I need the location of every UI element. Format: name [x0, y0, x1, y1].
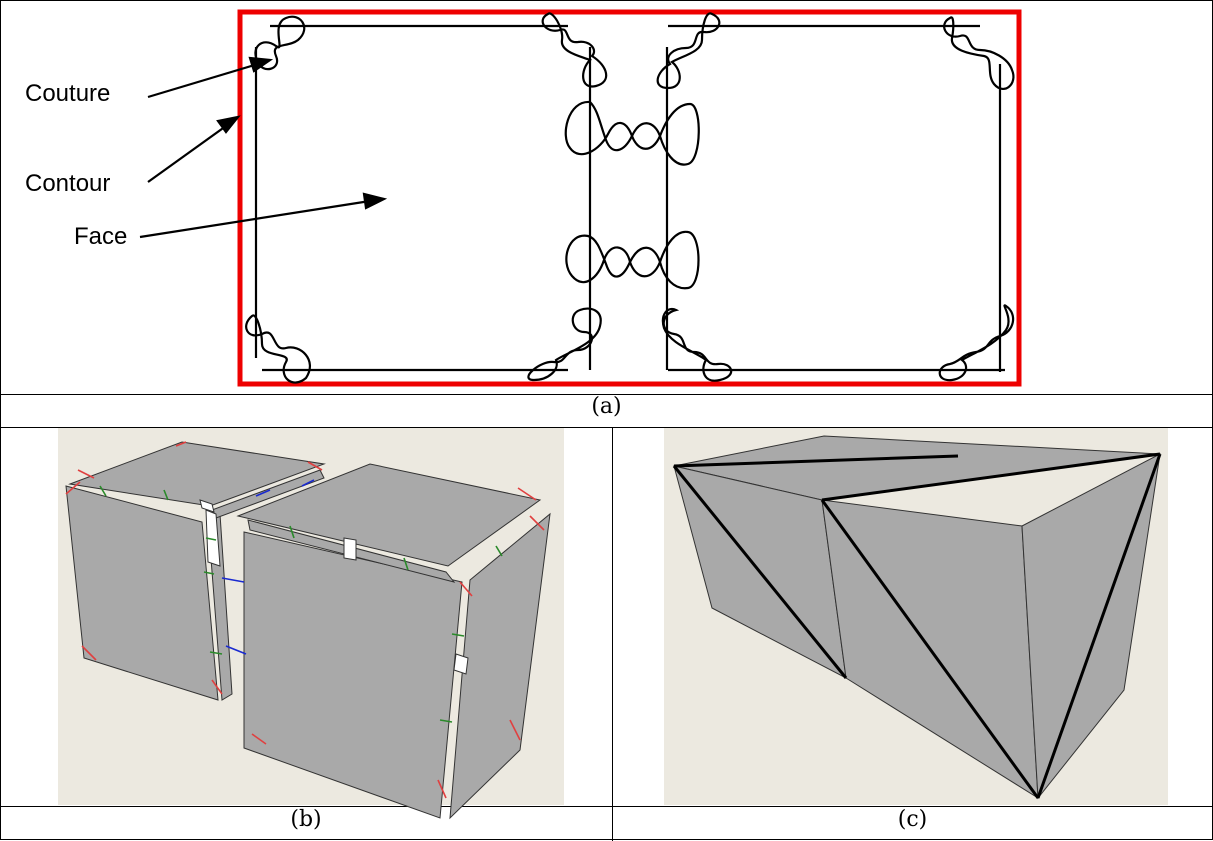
left-cube-top-face	[68, 441, 326, 507]
triangulation-edges	[672, 452, 1162, 799]
right-face-contour	[665, 24, 1005, 372]
right-cube-top-face	[236, 463, 542, 567]
contour-label: Contour	[25, 170, 111, 197]
couture-seams	[245, 12, 1015, 384]
face-label: Face	[74, 223, 128, 250]
outer-red-border	[237, 9, 1022, 387]
panel-a-diagram	[139, 9, 1022, 387]
annotation-arrows	[139, 56, 388, 239]
panel-c-render	[664, 428, 1168, 805]
left-cube-front-face	[65, 485, 219, 701]
seam-marks	[65, 441, 545, 799]
left-face-contour	[254, 24, 592, 372]
couture-label: Couture	[25, 80, 111, 107]
caption-c: (c)	[897, 807, 928, 832]
caption-a: (a)	[591, 394, 622, 419]
box-right-side-face	[1021, 453, 1161, 800]
right-cube-right-face	[449, 512, 551, 820]
panel-b-render	[58, 428, 564, 820]
caption-b: (b)	[290, 807, 322, 832]
